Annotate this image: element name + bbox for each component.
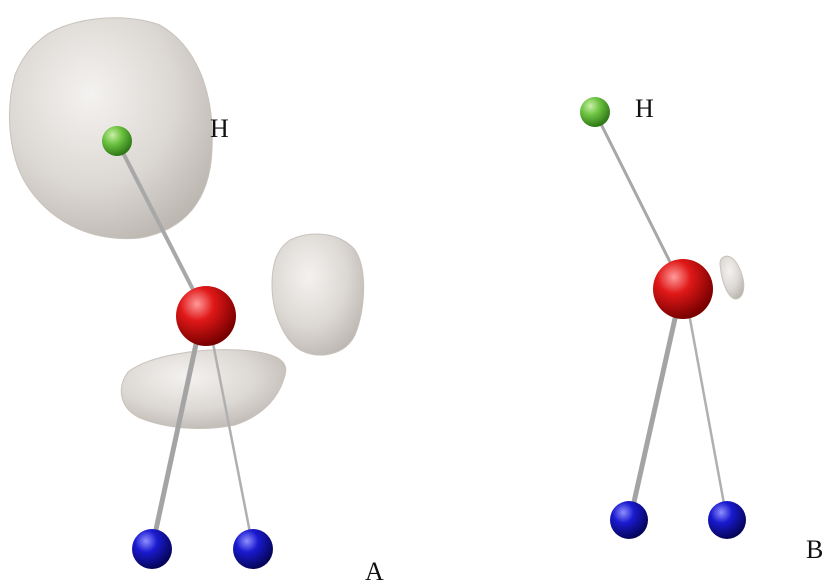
isosurface-lobe-lower [120,349,287,429]
panel-a: H A [9,17,384,586]
hydrogen-atom [580,97,610,127]
bond-h-o [593,111,685,289]
bond-h-o [115,140,208,316]
isosurface-sliver [719,255,745,300]
bond-o-n-left [627,304,681,521]
oxygen-atom [653,259,713,319]
bond-o-n-right [686,307,729,521]
oxygen-atom [176,286,236,346]
isosurface-lobe-right [271,233,365,356]
bond-o-n-left [149,334,201,549]
panel-label: B [806,535,823,564]
bond-o-n-right [210,337,255,549]
nitrogen-atom-left [132,529,172,569]
hydrogen-label: H [635,94,654,123]
panel-b: H B [580,94,823,564]
hydrogen-label: H [210,114,229,143]
panel-label: A [365,557,384,586]
nitrogen-atom-right [708,501,746,539]
hydrogen-atom [102,126,132,156]
nitrogen-atom-left [610,501,648,539]
nitrogen-atom-right [233,529,273,569]
